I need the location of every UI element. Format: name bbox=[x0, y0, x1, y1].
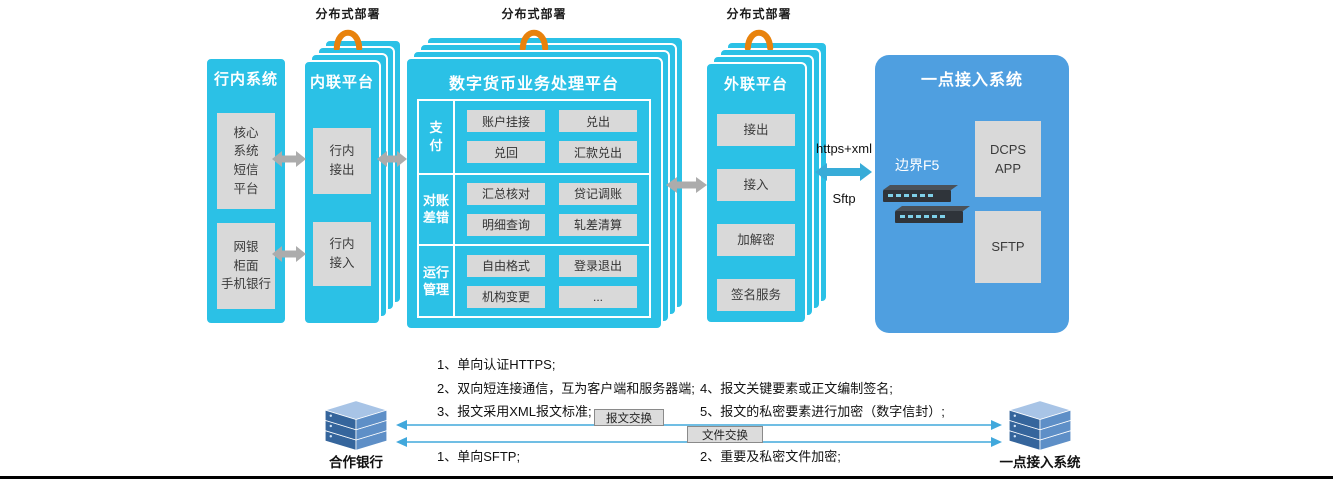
note-file-encrypt: 2、重要及私密文件加密; bbox=[700, 449, 841, 464]
internal-out-box: 行内 接出 bbox=[313, 128, 371, 194]
dcep-cell: 兑出 bbox=[559, 110, 637, 133]
deploy-label-group-2: 分布式部署 bbox=[486, 5, 582, 55]
deploy-label: 分布式部署 bbox=[726, 7, 792, 21]
dcep-cell: 账户挂接 bbox=[467, 110, 545, 133]
note-sftp: 1、单向SFTP; bbox=[437, 449, 521, 464]
https-xml-label: https+xml bbox=[816, 141, 872, 156]
outer-platform-panel: 外联平台 接出 接入 加解密 签名服务 bbox=[705, 62, 807, 324]
double-arrow-icon bbox=[272, 246, 306, 262]
dcep-platform-title: 数字货币业务处理平台 bbox=[448, 76, 619, 93]
dcep-cells: 汇总核对 贷记调账 明细查询 轧差清算 bbox=[455, 175, 649, 245]
access-system-label: 一点接入系统 bbox=[999, 455, 1081, 470]
border-f5-label: 边界F5 bbox=[895, 157, 940, 173]
partner-bank-label: 合作银行 bbox=[329, 455, 383, 470]
double-arrow-icon bbox=[272, 151, 306, 167]
double-arrow-icon bbox=[666, 177, 707, 193]
deploy-label: 分布式部署 bbox=[315, 7, 381, 21]
note-duplex: 2、双向短连接通信，互为客户端和服务器端; bbox=[437, 381, 695, 396]
inner-platform-panel: 内联平台 行内 接出 行内 接入 bbox=[303, 60, 381, 325]
clamp-icon bbox=[519, 29, 549, 52]
clamp-icon bbox=[333, 29, 363, 52]
inner-platform-title: 内联平台 bbox=[309, 74, 374, 91]
internal-system-panel: 行内系统 核心 系统 短信 平台 网银 柜面 手机银行 bbox=[205, 57, 287, 325]
server-icon-right bbox=[1007, 400, 1073, 451]
note-https: 1、单向认证HTTPS; bbox=[437, 357, 556, 372]
dcep-row-reconciliation: 对账 差错 汇总核对 贷记调账 明细查询 轧差清算 bbox=[419, 172, 649, 245]
dcep-cell: 汇款兑出 bbox=[559, 141, 637, 164]
outer-crypto-box: 加解密 bbox=[717, 224, 795, 256]
internal-in-box: 行内 接入 bbox=[313, 222, 371, 286]
inner-platform-stack: 内联平台 行内 接出 行内 接入 bbox=[303, 39, 402, 325]
internal-system-title: 行内系统 bbox=[213, 71, 278, 88]
outer-in-box: 接入 bbox=[717, 169, 795, 201]
dcep-cell: ... bbox=[559, 285, 637, 308]
network-switch-icon bbox=[883, 185, 970, 223]
dcep-cell: 明细查询 bbox=[467, 213, 545, 236]
ebank-channel-box: 网银 柜面 手机银行 bbox=[217, 223, 275, 309]
deploy-label-group-1: 分布式部署 bbox=[300, 5, 396, 55]
dcep-cell: 贷记调账 bbox=[559, 182, 637, 205]
dcep-cell: 兑回 bbox=[467, 141, 545, 164]
note-encrypt: 5、报文的私密要素进行加密（数字信封）; bbox=[700, 404, 945, 419]
dcep-row-label: 运行 管理 bbox=[419, 246, 455, 316]
bottom-border-line bbox=[0, 476, 1333, 479]
dcep-cell: 轧差清算 bbox=[559, 213, 637, 236]
deploy-label: 分布式部署 bbox=[501, 7, 567, 21]
sftp-box: SFTP bbox=[975, 211, 1041, 283]
core-system-box: 核心 系统 短信 平台 bbox=[217, 113, 275, 209]
internal-system-panel-bg: 行内系统 核心 系统 短信 平台 网银 柜面 手机银行 bbox=[205, 57, 287, 325]
clamp-icon bbox=[744, 29, 774, 52]
msg-exchange-label: 报文交换 bbox=[594, 409, 664, 426]
dcps-app-box: DCPS APP bbox=[975, 121, 1041, 197]
dcep-platform-panel: 数字货币业务处理平台 支 付 账户挂接 兑出 兑回 汇款兑出 对账 差错 汇总核… bbox=[405, 57, 663, 330]
dcep-cell: 登录退出 bbox=[559, 254, 637, 277]
outer-signature-box: 签名服务 bbox=[717, 279, 795, 311]
note-signature: 4、报文关键要素或正文编制签名; bbox=[700, 381, 893, 396]
deploy-label-group-3: 分布式部署 bbox=[711, 5, 807, 55]
access-system-title: 一点接入系统 bbox=[920, 72, 1023, 89]
cyan-double-arrow-icon bbox=[815, 163, 872, 181]
dcep-cells: 自由格式 登录退出 机构变更 ... bbox=[455, 246, 649, 316]
sftp-link-label: Sftp bbox=[832, 191, 856, 206]
dcep-platform-stack: 数字货币业务处理平台 支 付 账户挂接 兑出 兑回 汇款兑出 对账 差错 汇总核… bbox=[405, 36, 684, 330]
dcep-cells: 账户挂接 兑出 兑回 汇款兑出 bbox=[455, 101, 649, 173]
dcep-row-payment: 支 付 账户挂接 兑出 兑回 汇款兑出 bbox=[419, 101, 649, 173]
server-icon-left bbox=[323, 400, 389, 451]
file-exchange-label: 文件交换 bbox=[687, 426, 763, 443]
dcep-cell: 自由格式 bbox=[467, 254, 545, 277]
dcep-cell: 汇总核对 bbox=[467, 182, 545, 205]
outer-platform-title: 外联平台 bbox=[723, 76, 788, 93]
dcep-cell: 机构变更 bbox=[467, 285, 545, 308]
note-xml: 3、报文采用XML报文标准; bbox=[437, 404, 592, 419]
access-system-panel: 一点接入系统 边界F5 DCPS APP SFTP bbox=[875, 55, 1069, 333]
dcep-row-label: 对账 差错 bbox=[419, 174, 455, 245]
dcep-row-label: 支 付 bbox=[419, 101, 455, 173]
double-arrow-icon bbox=[377, 151, 407, 167]
outer-out-box: 接出 bbox=[717, 114, 795, 146]
outer-platform-stack: 外联平台 接出 接入 加解密 签名服务 bbox=[705, 41, 828, 324]
dcep-body: 支 付 账户挂接 兑出 兑回 汇款兑出 对账 差错 汇总核对 贷记调账 明细查询… bbox=[417, 99, 651, 318]
dcep-row-operations: 运行 管理 自由格式 登录退出 机构变更 ... bbox=[419, 244, 649, 316]
